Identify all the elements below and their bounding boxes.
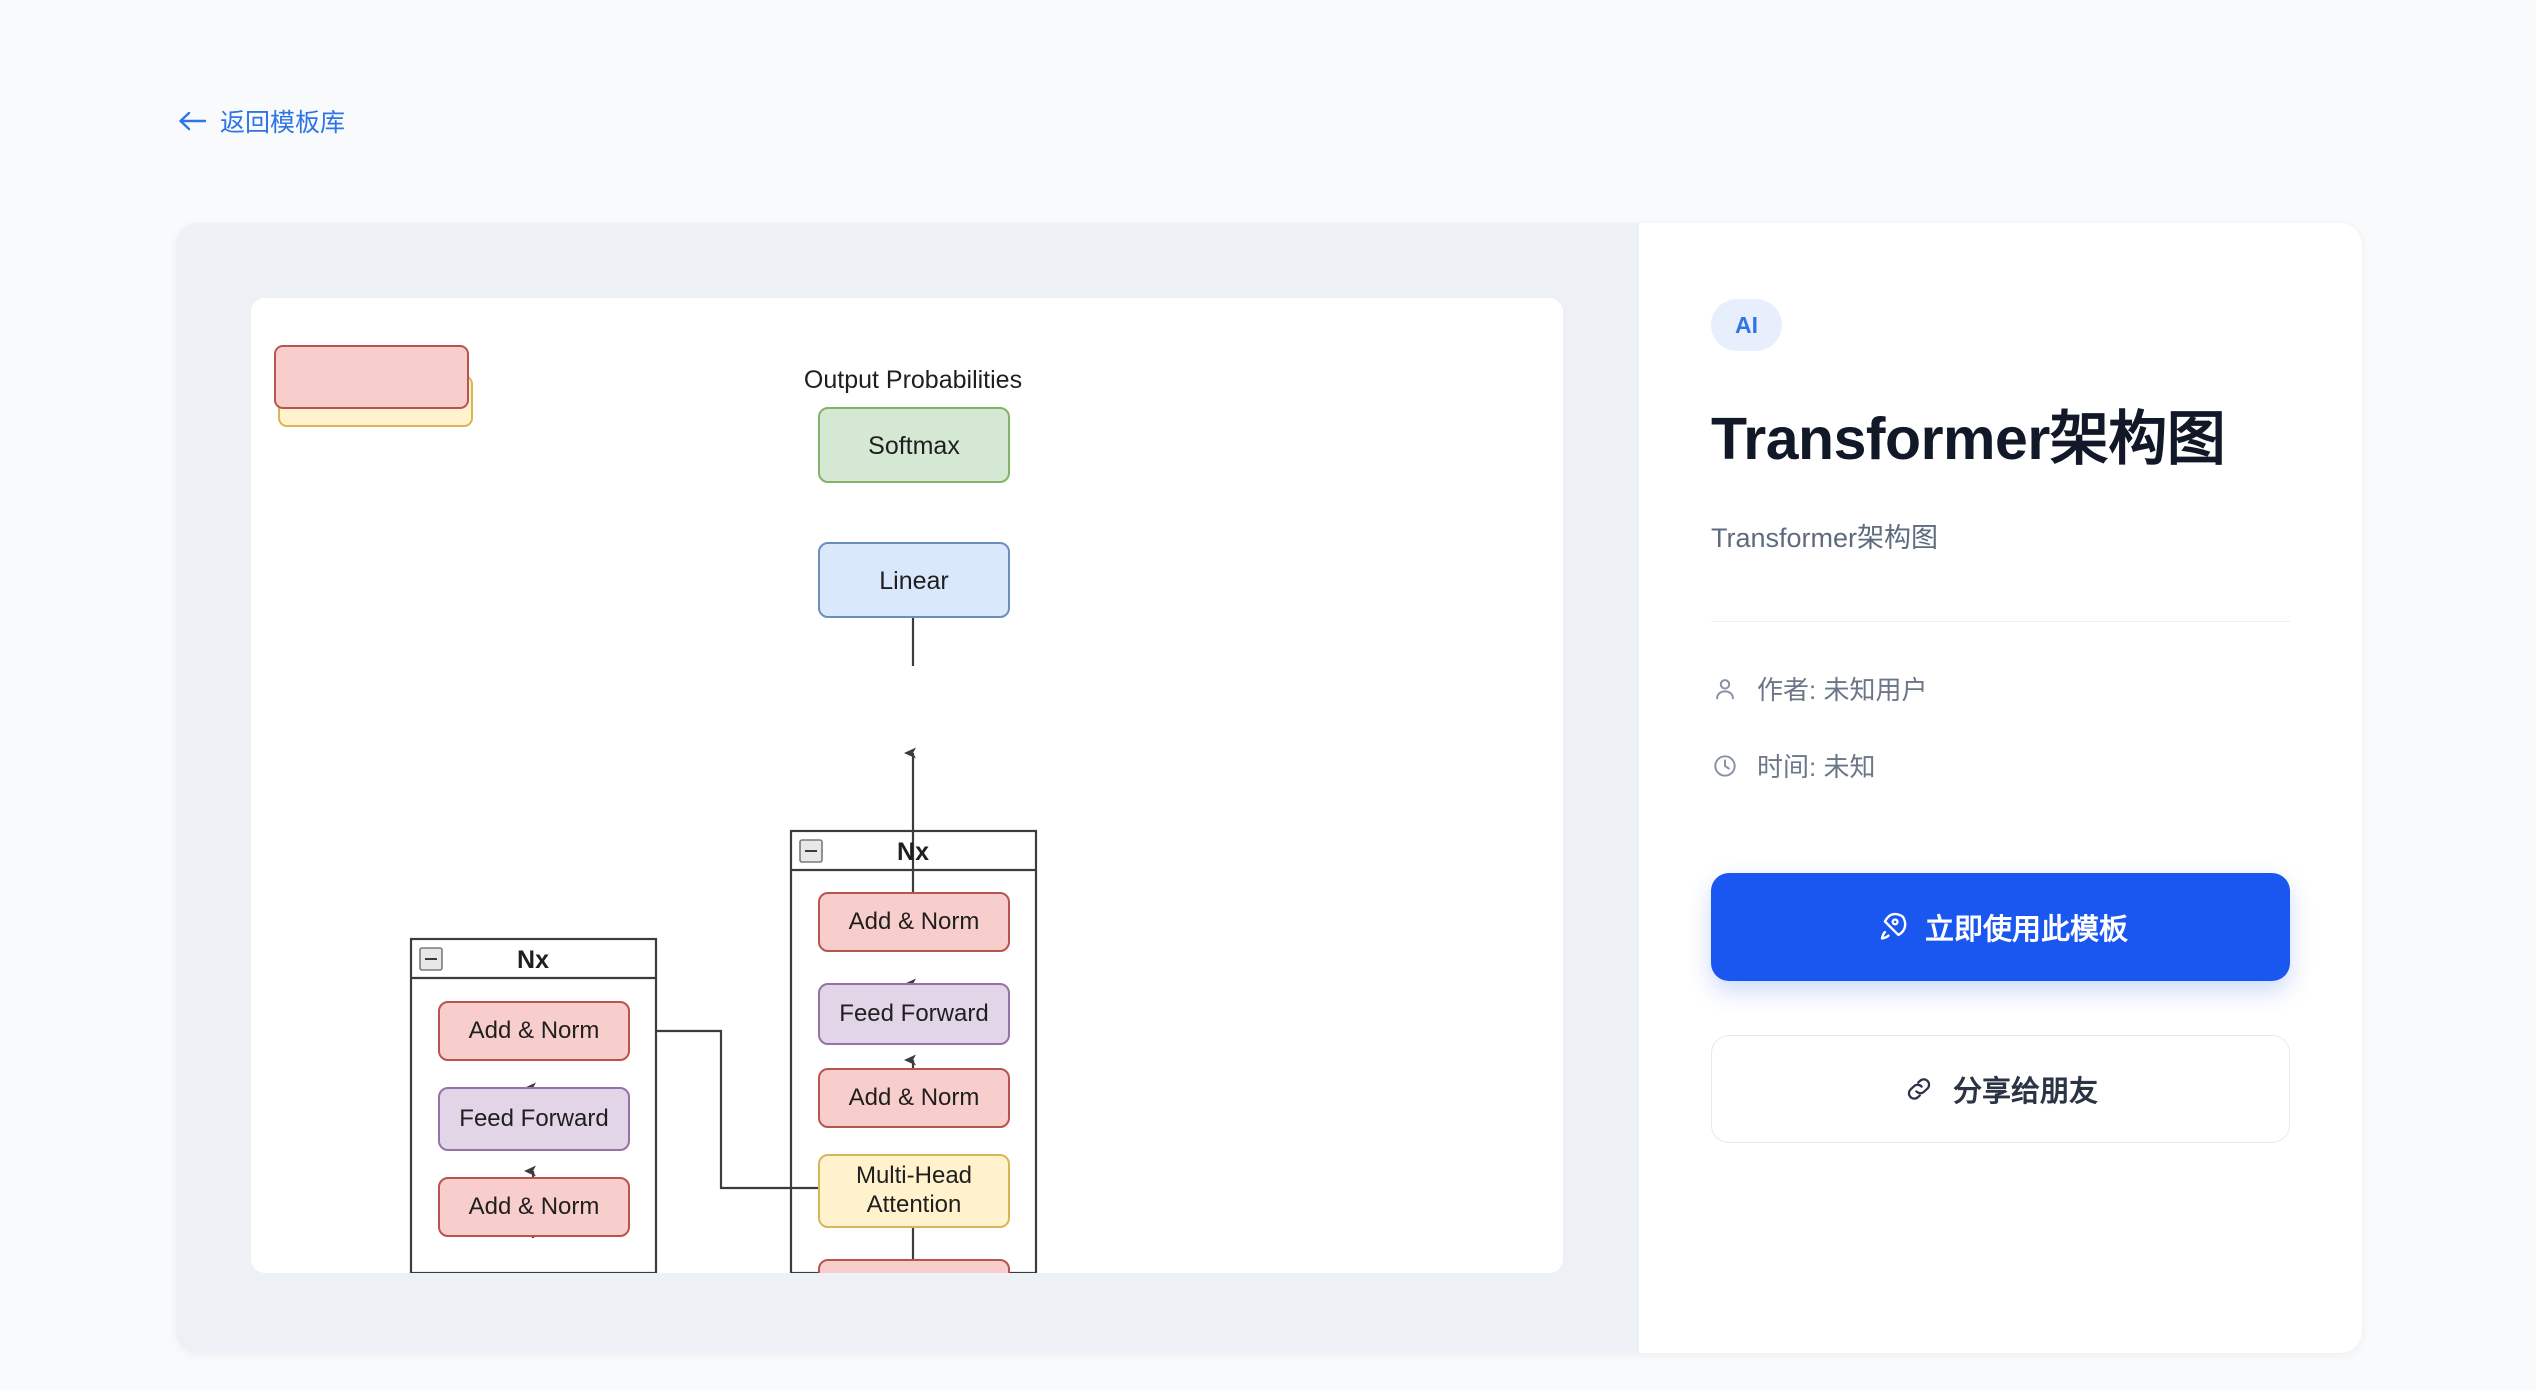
share-button[interactable]: 分享给朋友 — [1711, 1035, 2290, 1143]
template-info-panel: AI Transformer架构图 Transformer架构图 作者: 未知用… — [1638, 223, 2362, 1353]
meta-time-text: 时间: 未知 — [1757, 752, 1876, 782]
back-to-template-library-link[interactable]: 返回模板库 — [178, 103, 345, 139]
svg-text:Linear: Linear — [879, 567, 949, 595]
diagram-node-stray-pink — [274, 345, 469, 409]
transformer-architecture-diagram: Output Probabilities Softmax Linear Nx A… — [274, 345, 1038, 1273]
diagram-canvas[interactable]: Output Probabilities Softmax Linear Nx A… — [251, 298, 1563, 1273]
diagram-node-enc-addnorm-2 — [438, 1177, 630, 1237]
diagram-node-enc-addnorm-1 — [438, 1001, 630, 1061]
svg-text:Multi-Head: Multi-Head — [856, 1162, 972, 1189]
use-template-label: 立即使用此模板 — [1924, 914, 2128, 946]
svg-text:Add & Norm: Add & Norm — [469, 1017, 600, 1044]
template-category-badge: AI — [1711, 299, 1782, 351]
diagram-node-dec-addnorm-2 — [818, 1068, 1010, 1128]
svg-text:Attention: Attention — [867, 1191, 962, 1218]
meta-row-author: 作者: 未知用户 — [1711, 670, 2290, 707]
diagram-node-softmax — [818, 407, 1010, 483]
meta-author-text: 作者: 未知用户 — [1757, 675, 1928, 705]
diagram-node-dec-attention — [818, 1154, 1010, 1228]
template-description: Transformer架构图 — [1711, 523, 1939, 553]
svg-text:Feed Forward: Feed Forward — [459, 1105, 608, 1132]
meta-row-time: 时间: 未知 — [1711, 747, 2290, 784]
svg-text:Add & Norm: Add & Norm — [469, 1193, 600, 1220]
use-template-button[interactable]: 立即使用此模板 — [1711, 873, 2290, 981]
svg-text:Add & Norm: Add & Norm — [849, 1084, 980, 1111]
encoder-to-decoder-edge — [656, 1029, 897, 1194]
template-action-buttons: 立即使用此模板 分享给朋友 — [1711, 873, 2290, 1143]
decoder-group-label: Nx — [897, 838, 929, 866]
template-meta-list: 作者: 未知用户 时间: 未知 — [1711, 670, 2290, 784]
panel-divider — [1711, 621, 2290, 622]
diagram-node-linear — [818, 542, 1010, 618]
back-link-label: 返回模板库 — [220, 109, 346, 137]
template-detail-card: Output Probabilities Softmax Linear Nx A… — [176, 223, 2362, 1353]
diagram-node-dec-addnorm-3 — [818, 1259, 1010, 1273]
template-preview-area: Output Probabilities Softmax Linear Nx A… — [176, 223, 1638, 1353]
rocket-icon — [1880, 912, 1907, 940]
arrow-left-icon — [179, 111, 206, 131]
link-icon — [1907, 1078, 1931, 1100]
svg-text:Add & Norm: Add & Norm — [849, 908, 980, 935]
svg-text:Feed Forward: Feed Forward — [839, 1000, 988, 1027]
diagram-node-enc-feedforward — [438, 1087, 630, 1151]
user-icon — [1716, 678, 1734, 699]
share-button-label: 分享给朋友 — [1952, 1076, 2098, 1108]
clock-icon — [1714, 754, 1736, 777]
diagram-label-output-probabilities: Output Probabilities — [804, 366, 1022, 394]
encoder-group-label: Nx — [517, 946, 549, 974]
svg-text:Softmax: Softmax — [868, 432, 960, 460]
template-title: Transformer架构图 — [1711, 406, 2226, 472]
diagram-node-dec-addnorm-1 — [818, 892, 1010, 952]
diagram-node-dec-feedforward — [818, 983, 1010, 1045]
